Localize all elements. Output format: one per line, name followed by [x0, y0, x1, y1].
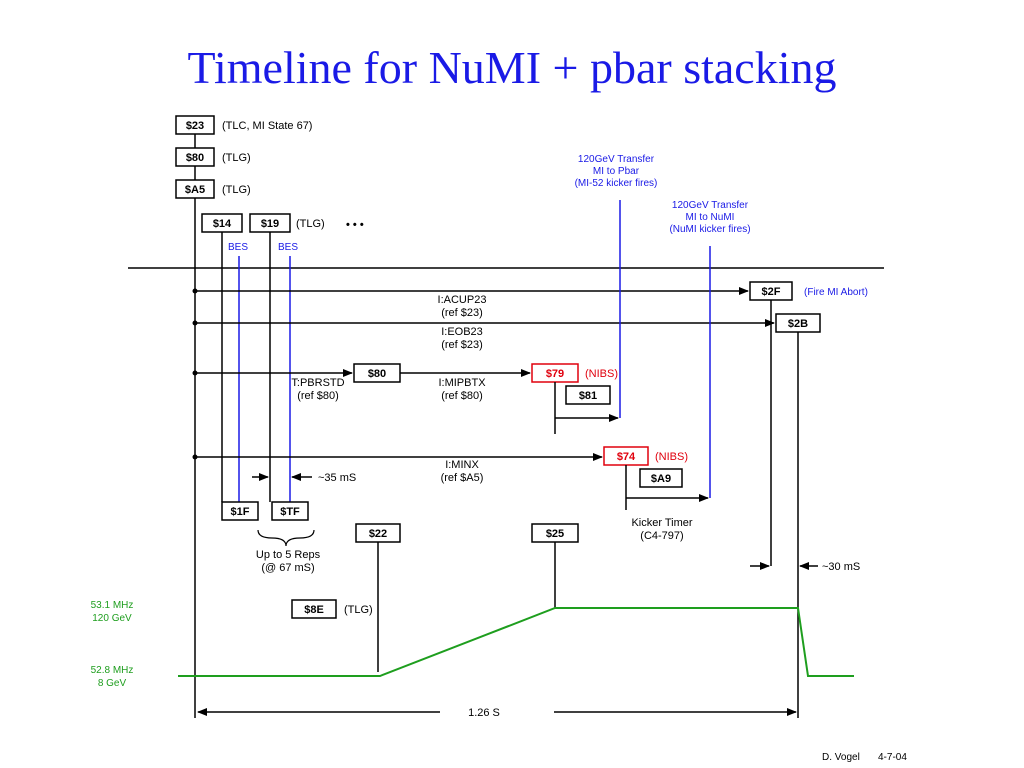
- svg-text:$23: $23: [186, 120, 204, 132]
- svg-text:(NuMI kicker fires): (NuMI kicker fires): [669, 224, 750, 235]
- timer-acup23: I:ACUP23 (ref $23): [438, 294, 487, 319]
- event-80b: $80: [353, 363, 401, 383]
- event-80: $80 (TLG): [175, 147, 251, 167]
- svg-text:$2B: $2B: [788, 318, 808, 330]
- event-14: $14: [201, 213, 243, 233]
- footer-author: D. Vogel: [822, 752, 860, 763]
- svg-text:$25: $25: [546, 528, 564, 540]
- svg-text:120 GeV: 120 GeV: [92, 613, 132, 624]
- svg-text:$1F: $1F: [231, 506, 250, 518]
- svg-text:$80: $80: [368, 368, 386, 380]
- event-22: $22: [355, 523, 401, 543]
- energy-low-label: 52.8 MHz 8 GeV: [91, 665, 134, 689]
- svg-text:(TLG): (TLG): [222, 184, 251, 196]
- svg-text:$22: $22: [369, 528, 387, 540]
- event-74: $74 (NIBS): [603, 446, 688, 466]
- svg-text:$81: $81: [579, 390, 597, 402]
- svg-text:I:EOB23: I:EOB23: [441, 326, 483, 338]
- event-79: $79 (NIBS): [531, 363, 618, 383]
- svg-text:8 GeV: 8 GeV: [98, 678, 127, 689]
- svg-text:MI to NuMI: MI to NuMI: [686, 212, 735, 223]
- event-8e: $8E (TLG): [291, 599, 373, 619]
- svg-text:$8E: $8E: [304, 604, 324, 616]
- svg-text:$14: $14: [213, 218, 232, 230]
- svg-text:(ref $23): (ref $23): [441, 339, 483, 351]
- svg-text:(ref $80): (ref $80): [441, 390, 483, 402]
- footer-date: 4-7-04: [878, 752, 907, 763]
- slide-title: Timeline for NuMI + pbar stacking: [187, 42, 837, 93]
- svg-text:120GeV Transfer: 120GeV Transfer: [578, 154, 655, 165]
- event-1f: $1F: [221, 501, 259, 521]
- svg-text:(NIBS): (NIBS): [585, 368, 618, 380]
- event-23: $23 (TLC, MI State 67): [175, 115, 312, 135]
- bes-label-2: BES: [278, 242, 298, 253]
- svg-text:(ref $80): (ref $80): [297, 390, 339, 402]
- svg-text:(Fire MI Abort): (Fire MI Abort): [804, 287, 868, 298]
- svg-text:53.1 MHz: 53.1 MHz: [91, 600, 134, 611]
- svg-text:I:ACUP23: I:ACUP23: [438, 294, 487, 306]
- more-dots: • • •: [346, 219, 364, 231]
- svg-text:$A9: $A9: [651, 473, 671, 485]
- event-a5: $A5 (TLG): [175, 179, 251, 199]
- svg-text:$A5: $A5: [185, 184, 205, 196]
- total-duration: 1.26 S: [468, 707, 500, 719]
- svg-text:$TF: $TF: [280, 506, 300, 518]
- svg-text:I:MINX: I:MINX: [445, 459, 479, 471]
- event-tf: $TF: [271, 501, 309, 521]
- svg-text:$79: $79: [546, 368, 564, 380]
- timer-pbrstd: T:PBRSTD (ref $80): [291, 377, 344, 402]
- svg-text:(C4-797): (C4-797): [640, 530, 683, 542]
- svg-text:(TLC, MI State 67): (TLC, MI State 67): [222, 120, 312, 132]
- svg-text:(TLG): (TLG): [222, 152, 251, 164]
- reps-brace: [257, 529, 315, 547]
- transfer-pbar-label: 120GeV Transfer MI to Pbar (MI-52 kicker…: [575, 154, 658, 189]
- event-a9: $A9: [639, 468, 683, 488]
- svg-text:Kicker Timer: Kicker Timer: [631, 517, 692, 529]
- event-2f: $2F (Fire MI Abort): [749, 281, 868, 301]
- timer-eob23: I:EOB23 (ref $23): [441, 326, 483, 351]
- energy-high-label: 53.1 MHz 120 GeV: [91, 600, 134, 624]
- bes-label-1: BES: [228, 242, 248, 253]
- svg-text:$19: $19: [261, 218, 279, 230]
- event-2b: $2B: [775, 313, 821, 333]
- kicker-timer: Kicker Timer (C4-797): [631, 517, 692, 542]
- event-19: $19: [249, 213, 291, 233]
- svg-text:(MI-52 kicker fires): (MI-52 kicker fires): [575, 178, 658, 189]
- event-14-19-note: (TLG): [296, 218, 325, 230]
- event-25: $25: [531, 523, 579, 543]
- svg-text:$74: $74: [617, 451, 636, 463]
- transfer-numi-label: 120GeV Transfer MI to NuMI (NuMI kicker …: [669, 200, 750, 235]
- svg-text:(ref $A5): (ref $A5): [441, 472, 484, 484]
- svg-text:52.8 MHz: 52.8 MHz: [91, 665, 134, 676]
- svg-text:(ref $23): (ref $23): [441, 307, 483, 319]
- reps-label: Up to 5 Reps (@ 67 mS): [256, 549, 321, 574]
- svg-text:120GeV Transfer: 120GeV Transfer: [672, 200, 749, 211]
- interval-35ms: ~35 mS: [318, 472, 356, 484]
- svg-text:T:PBRSTD: T:PBRSTD: [291, 377, 344, 389]
- svg-text:MI to Pbar: MI to Pbar: [593, 166, 640, 177]
- interval-30ms: ~30 mS: [822, 561, 860, 573]
- energy-ramp: [178, 607, 854, 677]
- svg-text:Up to 5 Reps: Up to 5 Reps: [256, 549, 321, 561]
- svg-text:(TLG): (TLG): [344, 604, 373, 616]
- svg-text:(NIBS): (NIBS): [655, 451, 688, 463]
- svg-text:I:MIPBTX: I:MIPBTX: [438, 377, 486, 389]
- svg-text:$80: $80: [186, 152, 204, 164]
- svg-text:(@ 67 mS): (@ 67 mS): [261, 562, 314, 574]
- timer-mipbtx: I:MIPBTX (ref $80): [438, 377, 486, 402]
- timer-minx: I:MINX (ref $A5): [441, 459, 484, 484]
- svg-text:$2F: $2F: [762, 286, 781, 298]
- event-81: $81: [565, 385, 611, 405]
